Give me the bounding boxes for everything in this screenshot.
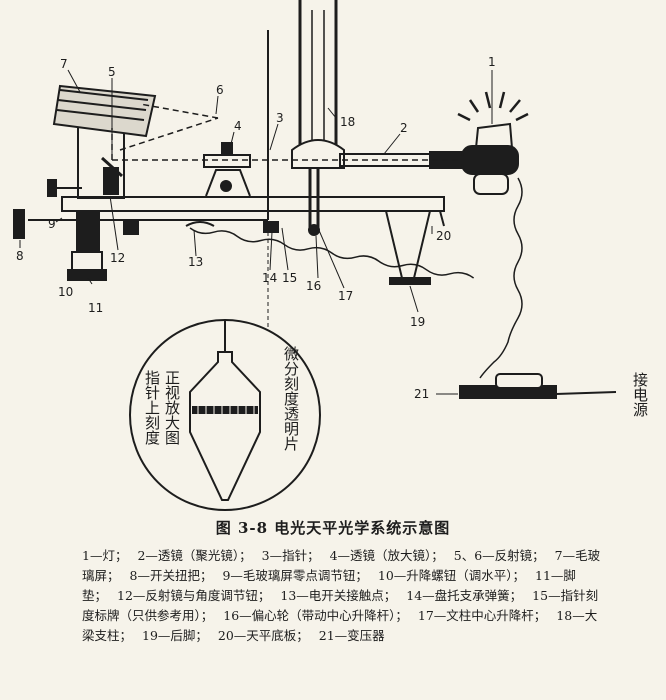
label-6: 6 <box>216 83 224 97</box>
lamp <box>474 122 514 149</box>
legend-item: 17—文柱中心升降杆； <box>417 608 547 623</box>
label-20: 20 <box>436 229 451 243</box>
base-plate <box>61 196 445 212</box>
label-9: 9 <box>48 217 56 231</box>
legend-item: 11—脚垫； <box>82 568 576 603</box>
legend-item: 15—指针刻度标牌（只供参考用）； <box>82 588 599 623</box>
label-15: 15 <box>282 271 297 285</box>
legend-item: 21—变压器 <box>318 628 385 643</box>
label-21: 21 <box>414 387 429 401</box>
label-19: 19 <box>410 315 425 329</box>
optical-system-diagram: 正视放大图 指针上刻度 微分刻度透明片 接电源 1 2 3 4 5 6 7 8 … <box>13 0 649 511</box>
magnified-view: 正视放大图 指针上刻度 微分刻度透明片 <box>129 319 321 511</box>
label-7: 7 <box>60 57 68 71</box>
legend-item: 1—灯； <box>82 548 128 563</box>
part-numbers: 1 2 3 4 5 6 7 8 9 10 11 12 13 14 15 16 1… <box>16 55 496 401</box>
legend-item: 20—天平底板； <box>217 628 309 643</box>
label-5: 5 <box>108 65 116 79</box>
legend-item: 7—毛玻璃屏； <box>82 548 601 583</box>
inset-label-pointer-scale: 指针上刻度 <box>143 370 161 445</box>
micro-scale <box>192 406 258 414</box>
pointer-tip-enlarged <box>189 351 261 501</box>
switch-knob <box>13 209 25 239</box>
legend-list: 1—灯； 2—透镜（聚光镜）； 3—指针； 4—透镜（放大镜）； 5、6—反射镜… <box>82 546 602 646</box>
legend-item: 19—后脚； <box>142 628 208 643</box>
label-16: 16 <box>306 279 321 293</box>
foot-pad <box>67 269 107 281</box>
legend-item: 4—透镜（放大镜）； <box>329 548 444 563</box>
label-13: 13 <box>188 255 203 269</box>
figure-caption: 图 3-8 电光天平光学系统示意图 <box>215 519 451 537</box>
legend-item: 5、6—反射镜； <box>453 548 545 563</box>
light-rays <box>457 91 529 122</box>
magnifier-lens <box>203 154 251 168</box>
label-2: 2 <box>400 121 408 135</box>
legend-item: 2—透镜（聚光镜）； <box>137 548 252 563</box>
power-label: 接电源 <box>631 372 649 417</box>
legend-item: 10—升降螺钮（调水平）； <box>377 568 526 583</box>
inset-label-micro-scale: 微分刻度透明片 <box>282 346 300 451</box>
optical-path <box>111 103 460 161</box>
inset-label-front-view: 正视放大图 <box>163 370 181 445</box>
label-14: 14 <box>262 271 277 285</box>
leveling-screw <box>76 211 100 253</box>
label-3: 3 <box>276 111 284 125</box>
label-1: 1 <box>488 55 496 69</box>
legend-item: 8—开关扭把； <box>129 568 213 583</box>
label-8: 8 <box>16 249 24 263</box>
zero-adjust-knob <box>47 179 57 197</box>
power-cable <box>189 177 523 379</box>
label-18: 18 <box>340 115 355 129</box>
label-4: 4 <box>234 119 242 133</box>
legend-item: 18—大梁支柱； <box>82 608 598 643</box>
legend-item: 3—指针； <box>261 548 320 563</box>
label-10: 10 <box>58 285 73 299</box>
legend-item: 9—毛玻璃屏零点调节钮； <box>222 568 368 583</box>
legend-item: 12—反射镜与角度调节钮； <box>117 588 271 603</box>
legend-item: 13—电开关接触点； <box>280 588 397 603</box>
leader-lines <box>19 69 493 395</box>
label-11: 11 <box>88 301 103 315</box>
label-17: 17 <box>338 289 353 303</box>
legend-item: 14—盘托支承弹簧； <box>406 588 523 603</box>
label-12: 12 <box>110 251 125 265</box>
legend-item: 16—偏心轮（带动中心升降杆）； <box>223 608 408 623</box>
